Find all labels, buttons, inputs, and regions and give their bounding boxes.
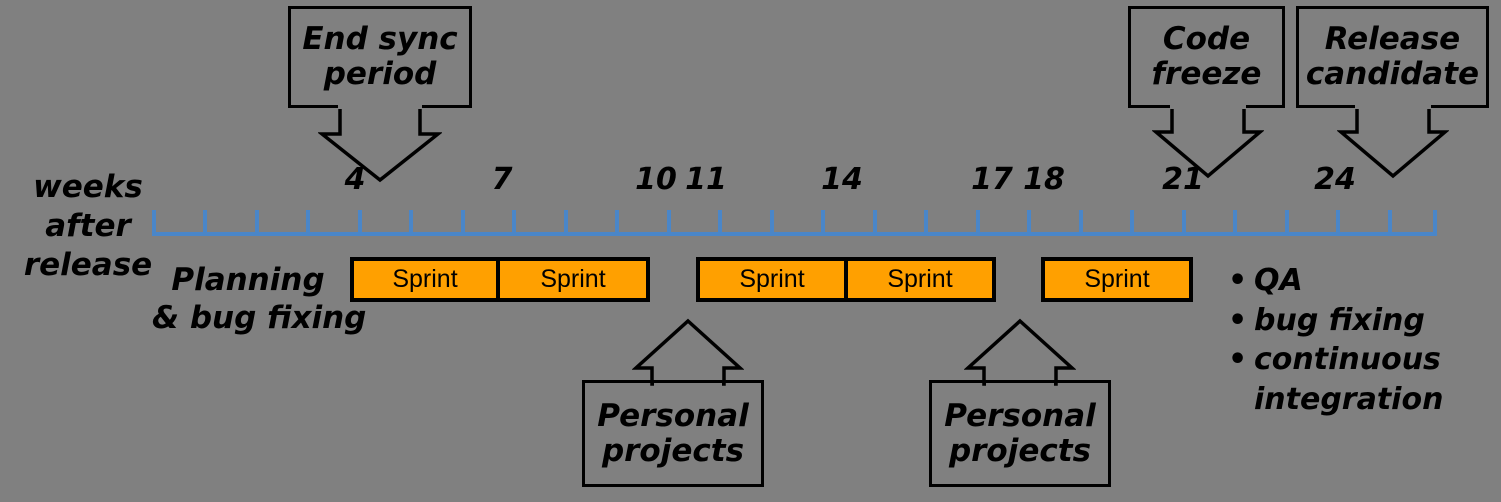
axis-tick-14 (873, 210, 877, 233)
axis-tick-22 (1285, 210, 1289, 233)
bullet-marker-icon: • (1228, 263, 1248, 298)
callout-personal-projects-2-arrow-icon (964, 318, 1076, 386)
axis-tick-20 (1182, 210, 1186, 233)
axis-tick-7 (512, 210, 516, 233)
callout-personal-projects-2: Personal projects (929, 380, 1111, 487)
activities-bullet-list: • QA • bug fixing • continuous integrati… (1228, 261, 1488, 419)
axis-tick-5 (409, 210, 413, 233)
list-item: • continuous integration (1228, 340, 1488, 419)
timeline-axis-line (152, 232, 1437, 236)
axis-label-18: 18 (1023, 162, 1065, 197)
axis-caption-line-1: weeks (33, 169, 143, 205)
axis-tick-15 (924, 210, 928, 233)
axis-tick-17 (1027, 210, 1031, 233)
axis-tick-12 (770, 210, 774, 233)
axis-tick-1 (203, 210, 207, 233)
callout-release-candidate-text: Release candidate (1305, 21, 1480, 92)
axis-tick-0 (152, 210, 156, 233)
list-item: • QA (1228, 261, 1488, 301)
axis-tick-25 (1433, 210, 1437, 233)
planning-and-bug-fixing-label: Planning & bug fixing (152, 262, 367, 338)
axis-tick-2 (255, 210, 259, 233)
callout-end-sync-period-text: End sync period (302, 21, 458, 92)
axis-label-11: 11 (685, 162, 727, 197)
axis-label-10: 10 (635, 162, 677, 197)
sprint-box-2[interactable]: Sprint (500, 261, 646, 298)
bullet-text-continuous-integration: continuous integration (1254, 342, 1444, 417)
sprint-box-3[interactable]: Sprint (700, 261, 844, 298)
axis-tick-18 (1079, 210, 1083, 233)
axis-label-17: 17 (971, 162, 1013, 197)
axis-label-24: 24 (1314, 162, 1356, 197)
axis-tick-10 (667, 210, 671, 233)
bullet-text-qa: QA (1254, 263, 1303, 298)
callout-code-freeze-text: Code freeze (1151, 21, 1262, 92)
callout-end-sync-period: End sync period (288, 6, 472, 108)
sprint-group-1: Sprint Sprint (350, 257, 650, 302)
axis-tick-23 (1336, 210, 1340, 233)
sprint-group-3: Sprint (1041, 257, 1193, 302)
planning-line-2: & bug fixing (152, 299, 367, 336)
axis-tick-24 (1388, 210, 1392, 233)
callout-personal-projects-1-arrow-icon (632, 318, 744, 386)
sprint-box-1[interactable]: Sprint (354, 261, 496, 298)
axis-tick-4 (358, 210, 362, 233)
axis-tick-3 (306, 210, 310, 233)
axis-tick-9 (615, 210, 619, 233)
axis-tick-21 (1233, 210, 1237, 233)
axis-caption-line-3: release (23, 246, 153, 283)
bullet-marker-icon: • (1228, 302, 1248, 338)
callout-personal-projects-1: Personal projects (582, 380, 764, 487)
bullet-marker-icon: • (1228, 342, 1248, 378)
axis-label-7: 7 (491, 162, 513, 197)
axis-label-14: 14 (821, 162, 863, 197)
axis-tick-8 (564, 210, 568, 233)
axis-tick-19 (1130, 210, 1134, 233)
callout-personal-projects-2-text: Personal projects (944, 397, 1096, 469)
axis-label-21: 21 (1162, 162, 1204, 197)
list-item: • bug fixing (1228, 301, 1488, 341)
bullet-text-bug-fixing: bug fixing (1254, 302, 1425, 338)
axis-caption-line-2: after (45, 207, 131, 244)
sprint-box-5[interactable]: Sprint (1045, 261, 1189, 298)
callout-release-candidate: Release candidate (1296, 6, 1489, 108)
axis-tick-6 (461, 210, 465, 233)
axis-tick-13 (821, 210, 825, 233)
axis-tick-16 (976, 210, 980, 233)
axis-tick-11 (718, 210, 722, 233)
callout-code-freeze: Code freeze (1128, 6, 1285, 108)
axis-caption-weeks-after-release: weeks after release (18, 168, 158, 284)
callout-personal-projects-1-text: Personal projects (597, 397, 749, 469)
sprint-box-4[interactable]: Sprint (848, 261, 992, 298)
axis-label-4: 4 (344, 162, 366, 197)
planning-line-1: Planning (171, 262, 325, 298)
sprint-group-2: Sprint Sprint (696, 257, 996, 302)
